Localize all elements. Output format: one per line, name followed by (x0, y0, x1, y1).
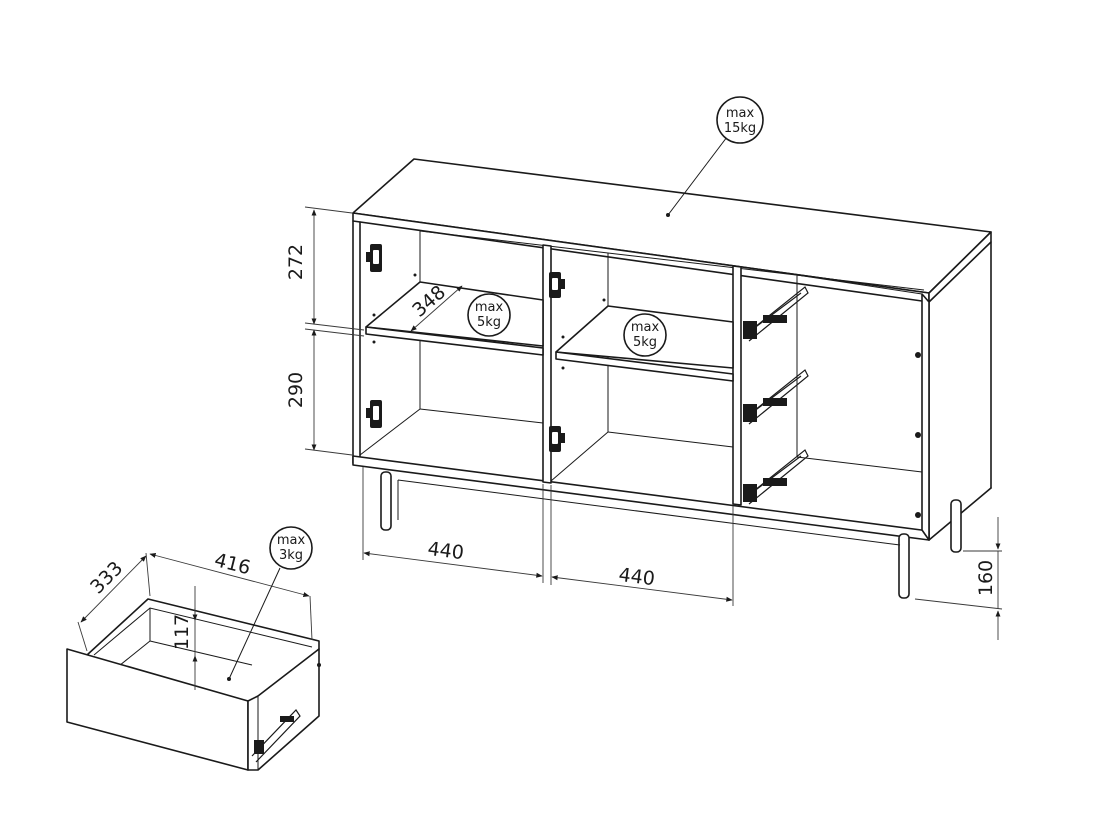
partition-left (542, 244, 552, 484)
sideboard (352, 158, 992, 599)
middle-width-label: 440 (617, 564, 656, 590)
dimension-upper-height: 272 (285, 206, 365, 331)
hinge-icon (549, 272, 565, 298)
hinge-icons (366, 244, 921, 518)
drawer-runner-icon (743, 369, 809, 425)
badge-shelf-left-line2: 5kg (477, 315, 501, 330)
badge-drawer-line2: 3kg (279, 548, 303, 563)
dimension-drawer-height: 117 (171, 586, 198, 690)
lower-height-label: 290 (285, 372, 307, 408)
hinge-icon (366, 244, 382, 272)
hinge-icon (366, 400, 382, 428)
leg-height-label: 160 (975, 560, 997, 596)
drawer (66, 598, 321, 771)
sideboard-legs (380, 471, 962, 599)
right-door (796, 274, 930, 541)
drawer-runner-icon (743, 449, 809, 505)
badge-top-line1: max (726, 106, 755, 121)
drawer-side-runner-icon (251, 709, 301, 763)
badge-shelf-left: max 5kg (467, 293, 511, 337)
badge-shelf-middle: max 5kg (623, 313, 667, 357)
dimension-leg-height: 160 (914, 517, 1003, 640)
badge-drawer: max 3kg (227, 526, 313, 681)
badge-shelf-middle-line2: 5kg (633, 335, 657, 350)
dimension-lower-height: 290 (285, 328, 365, 456)
hinge-icon (549, 426, 565, 452)
left-width-label: 440 (426, 538, 465, 564)
badge-top-line2: 15kg (724, 121, 756, 136)
drawer-height-label: 117 (171, 614, 193, 650)
drawer-depth-label: 333 (86, 557, 127, 598)
partition-right (732, 265, 742, 506)
badge-top: max 15kg (666, 96, 764, 217)
badge-shelf-middle-line1: max (631, 320, 660, 335)
upper-height-label: 272 (285, 244, 307, 280)
dimension-middle-width: 440 (550, 485, 734, 606)
badge-drawer-line1: max (277, 533, 306, 548)
dimension-left-width: 440 (362, 467, 544, 583)
drawer-width-label: 416 (212, 549, 253, 579)
drawer-runner-icon (743, 286, 809, 342)
sideboard-top (352, 158, 992, 303)
drawer-runner-icons (743, 286, 809, 505)
badge-shelf-left-line1: max (475, 300, 504, 315)
